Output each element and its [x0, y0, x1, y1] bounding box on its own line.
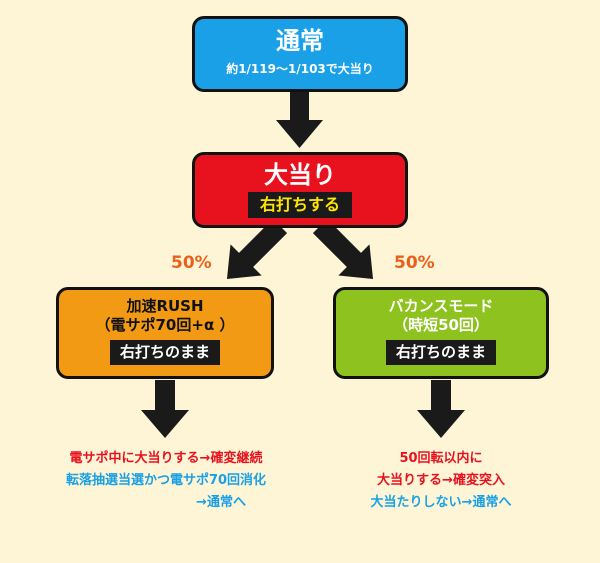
rush-subtitle: （電サポ70回+α ） — [95, 316, 235, 334]
vacance-note-to-normal: 大当たりしない→通常へ — [370, 495, 512, 510]
rush-note-continue: 電サポ中に大当りする→確変継続 — [69, 451, 263, 466]
vacance-label: 右打ちのまま — [385, 340, 496, 365]
rush-box: 加速RUSH （電サポ70回+α ） 右打ちのまま — [56, 287, 274, 379]
vacance-note-jackpot: 大当りする→確変突入 — [377, 473, 505, 488]
rush-title: 加速RUSH — [126, 297, 204, 315]
vacance-subtitle: （時短50回） — [393, 316, 489, 334]
left-branch-percent: 50% — [171, 253, 212, 273]
rush-note-fall: 転落抽選当選かつ電サポ70回消化 — [65, 473, 267, 488]
vacance-title: バカンスモード — [388, 297, 494, 315]
arrow-normal-to-jackpot — [276, 90, 323, 148]
vacance-notes: 50回転以内に 大当りする→確変突入 大当たりしない→通常へ — [330, 448, 552, 514]
jackpot-label: 右打ちする — [247, 192, 352, 218]
vacance-box: バカンスモード （時短50回） 右打ちのまま — [333, 287, 549, 379]
normal-state-box: 通常 約1/119〜1/103で大当り — [192, 16, 408, 92]
arrow-vacance-down — [417, 380, 465, 438]
vacance-note-within: 50回転以内に — [399, 451, 483, 466]
rush-label: 右打ちのまま — [109, 340, 220, 365]
jackpot-title: 大当り — [264, 161, 336, 189]
arrow-rush-down — [141, 380, 189, 438]
jackpot-box: 大当り 右打ちする — [192, 152, 408, 228]
arrow-jackpot-to-rush — [226, 218, 288, 280]
rush-note-to-normal: →通常へ — [196, 495, 246, 510]
normal-title: 通常 — [276, 27, 324, 55]
right-branch-percent: 50% — [394, 253, 435, 273]
normal-odds: 約1/119〜1/103で大当り — [226, 62, 374, 76]
rush-notes: 電サポ中に大当りする→確変継続 転落抽選当選かつ電サポ70回消化 →通常へ — [16, 448, 316, 514]
arrow-jackpot-to-vacance — [312, 218, 374, 280]
